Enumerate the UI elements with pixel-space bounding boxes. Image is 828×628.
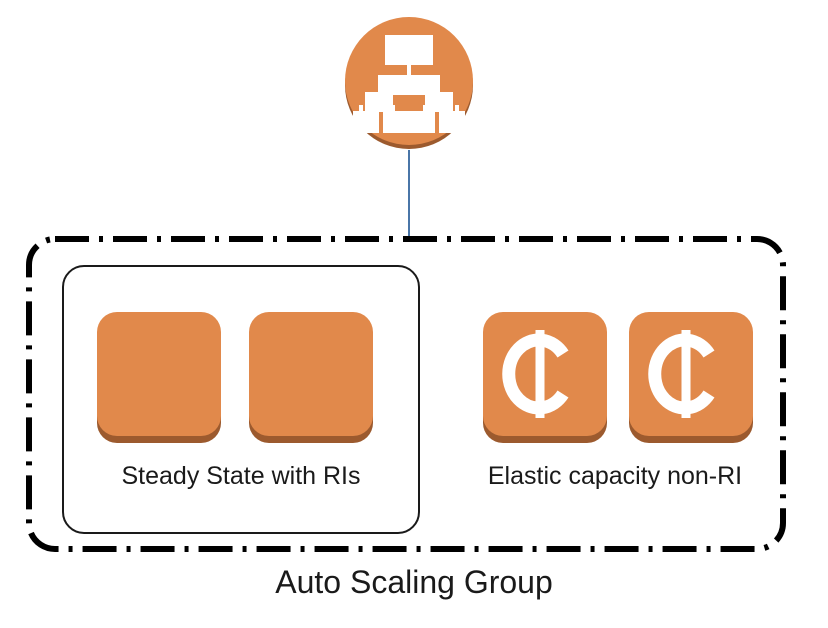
auto-scaling-group-boundary [26, 236, 786, 552]
steady-state-group-box [62, 265, 420, 534]
instance-tile[interactable] [249, 312, 373, 443]
diagram-caption: Auto Scaling Group [275, 564, 553, 600]
steady-state-label: Steady State with RIs [121, 462, 361, 490]
connector-line [408, 150, 410, 238]
cent-sign-icon [648, 330, 715, 418]
tile-face [483, 312, 607, 436]
instance-tile-cent[interactable] [629, 312, 753, 443]
instance-tile[interactable] [97, 312, 221, 443]
tile-face [249, 312, 373, 436]
tile-face [97, 312, 221, 436]
tile-face [629, 312, 753, 436]
cent-sign-icon [502, 330, 569, 418]
auto-scaling-group-icon [345, 17, 473, 149]
hierarchy-org-chart-icon [353, 35, 465, 133]
instance-tile-cent[interactable] [483, 312, 607, 443]
elastic-capacity-label: Elastic capacity non-RI [487, 462, 743, 490]
